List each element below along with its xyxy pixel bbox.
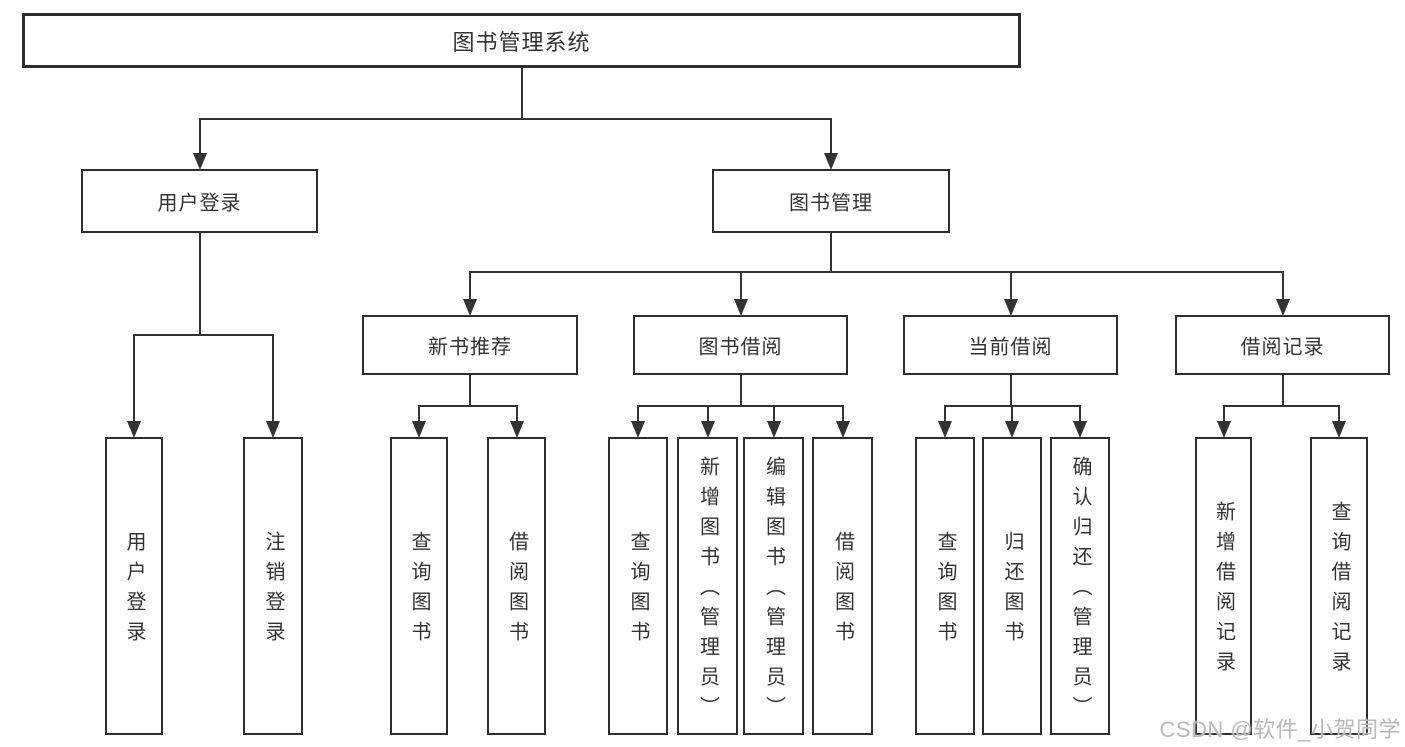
arrowhead-down-icon (1003, 299, 1018, 316)
connector-segment (133, 334, 274, 336)
connector-segment (515, 406, 518, 422)
node-current-borrow: 当前借阅 (903, 315, 1118, 375)
node-bb-edit: 编辑图书（管理员） (743, 437, 804, 735)
node-label: 新增图书（管理员） (696, 456, 719, 726)
arrowhead-down-icon (192, 153, 207, 170)
connector-segment (1222, 406, 1225, 422)
node-bb-add: 新增图书（管理员） (677, 437, 738, 735)
arrowhead-down-icon (463, 299, 477, 316)
connector-segment (418, 406, 420, 422)
node-bb-borrow: 借阅图书 (812, 437, 873, 735)
node-label: 查询图书 (627, 531, 649, 651)
connector-segment (1222, 405, 1340, 407)
connector-segment (469, 375, 471, 407)
connector-segment (739, 272, 742, 300)
node-label: 查询借阅记录 (1328, 501, 1350, 681)
node-rec-borrow: 借阅图书 (487, 437, 546, 735)
node-label: 图书管理 (789, 192, 873, 215)
connector-segment (1281, 272, 1284, 300)
node-label: 查询图书 (408, 531, 430, 651)
connector-segment (469, 272, 471, 300)
node-leaf-logout: 注销登录 (243, 437, 303, 735)
node-cb-confirm: 确认归还（管理员） (1050, 437, 1110, 735)
connector-segment (637, 405, 844, 407)
arrowhead-down-icon (1216, 421, 1231, 438)
node-book-mgmt: 图书管理 (712, 169, 950, 233)
node-user-login: 用户登录 (81, 169, 318, 233)
connector-segment (841, 406, 844, 422)
arrowhead-down-icon (835, 421, 850, 438)
connector-segment (198, 119, 201, 154)
watermark: CSDN @软件_小贺同学 (1159, 717, 1401, 742)
node-cb-return: 归还图书 (982, 437, 1042, 735)
node-new-book-rec: 新书推荐 (362, 315, 578, 375)
connector-segment (418, 405, 518, 407)
connector-segment (772, 406, 775, 422)
node-label: 借阅图书 (831, 531, 854, 651)
node-label: 借阅图书 (505, 531, 528, 651)
node-leaf-user-login: 用户登录 (105, 437, 163, 735)
connector-segment (830, 119, 832, 154)
arrowhead-down-icon (824, 153, 838, 170)
arrowhead-down-icon (631, 421, 645, 438)
node-br-add: 新增借阅记录 (1195, 437, 1252, 735)
arrowhead-down-icon (266, 421, 280, 438)
connector-segment (1281, 375, 1284, 407)
connector-segment (1011, 406, 1013, 422)
node-label: 新书推荐 (428, 336, 512, 359)
node-cb-query: 查询图书 (915, 437, 975, 735)
connector-segment (1009, 375, 1012, 407)
arrowhead-down-icon (938, 421, 952, 438)
node-label: 图书借阅 (698, 336, 783, 359)
arrowhead-down-icon (509, 421, 524, 438)
connector-segment (1079, 406, 1081, 422)
arrowhead-down-icon (127, 421, 141, 438)
connector-segment (272, 335, 274, 422)
connector-segment (944, 406, 946, 422)
node-label: 当前借阅 (968, 336, 1053, 359)
node-borrow-record: 借阅记录 (1175, 315, 1390, 375)
arrowhead-down-icon (412, 421, 426, 438)
node-root: 图书管理系统 (22, 13, 1021, 68)
arrowhead-down-icon (1073, 421, 1087, 438)
connector-segment (520, 68, 523, 120)
node-rec-query: 查询图书 (390, 437, 448, 735)
node-label: 归还图书 (1001, 531, 1023, 651)
connector-segment (1009, 272, 1012, 300)
connector-segment (739, 375, 742, 407)
node-label: 注销登录 (262, 531, 284, 651)
node-label: 新增借阅记录 (1212, 501, 1235, 681)
connector-segment (198, 233, 201, 336)
connector-segment (469, 271, 1284, 273)
arrowhead-down-icon (1332, 421, 1346, 438)
node-book-borrow: 图书借阅 (633, 315, 848, 375)
node-label: 查询图书 (934, 531, 956, 651)
arrowhead-down-icon (1005, 421, 1019, 438)
node-label: 图书管理系统 (452, 29, 591, 55)
node-label: 用户登录 (157, 192, 242, 215)
node-label: 用户登录 (123, 531, 145, 651)
arrowhead-down-icon (733, 299, 748, 316)
connector-segment (133, 335, 135, 422)
connector-segment (1338, 406, 1340, 422)
node-bb-query: 查询图书 (608, 437, 668, 735)
arrowhead-down-icon (700, 421, 715, 438)
arrowhead-down-icon (1275, 299, 1290, 316)
connector-segment (198, 118, 832, 120)
connector-segment (637, 406, 639, 422)
node-label: 借阅记录 (1240, 336, 1325, 359)
arrowhead-down-icon (766, 421, 781, 438)
connector-segment (830, 233, 832, 273)
node-label: 编辑图书（管理员） (762, 456, 785, 726)
node-label: 确认归还（管理员） (1069, 456, 1091, 726)
connector-segment (706, 406, 709, 422)
node-br-query: 查询借阅记录 (1310, 437, 1368, 735)
